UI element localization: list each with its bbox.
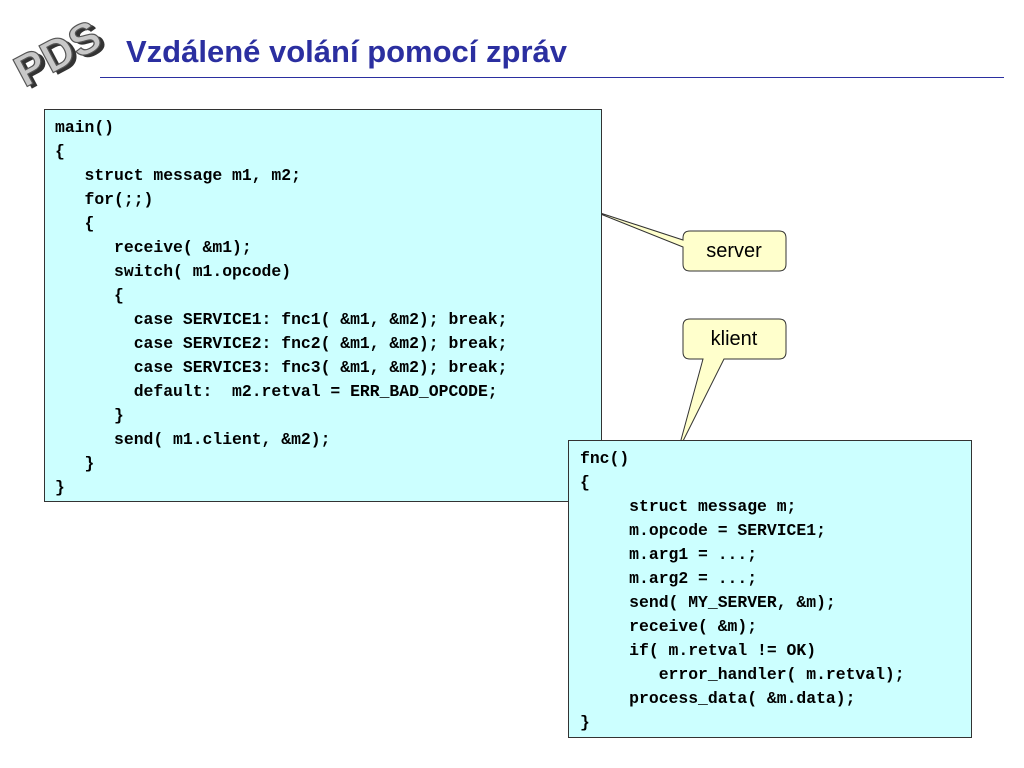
client-code-box: fnc() { struct message m; m.opcode = SER… xyxy=(568,440,972,738)
klient-callout-label: klient xyxy=(710,328,758,350)
code-line: if( m.retval != OK) xyxy=(580,641,817,660)
code-line: default: m2.retval = ERR_BAD_OPCODE; xyxy=(55,382,498,401)
code-line: receive( &m); xyxy=(580,617,758,636)
page-title: Vzdálené volání pomocí zpráv xyxy=(126,34,568,69)
code-line: m.arg1 = ...; xyxy=(580,545,758,564)
code-line: struct message m1, m2; xyxy=(55,166,301,185)
code-line: case SERVICE1: fnc1( &m1, &m2); break; xyxy=(55,310,508,329)
code-line: } xyxy=(580,713,590,732)
code-line: m.opcode = SERVICE1; xyxy=(580,521,826,540)
server-code-box: main() { struct message m1, m2; for(;;) … xyxy=(44,109,602,502)
code-line: case SERVICE2: fnc2( &m1, &m2); break; xyxy=(55,334,508,353)
code-line: } xyxy=(55,454,95,473)
pds-logo: PDS PDS xyxy=(6,14,114,94)
title-divider xyxy=(100,77,1004,78)
code-line: process_data( &m.data); xyxy=(580,689,856,708)
code-line: case SERVICE3: fnc3( &m1, &m2); break; xyxy=(55,358,508,377)
code-line: main() xyxy=(55,118,115,137)
code-line: send( m1.client, &m2); xyxy=(55,430,331,449)
code-line: for(;;) xyxy=(55,190,154,209)
code-line: struct message m; xyxy=(580,497,797,516)
code-line: switch( m1.opcode) xyxy=(55,262,292,281)
code-line: { xyxy=(55,286,124,305)
server-callout-label: server xyxy=(706,240,762,262)
code-line: error_handler( m.retval); xyxy=(580,665,905,684)
code-line: } xyxy=(55,406,124,425)
code-line: fnc() xyxy=(580,449,630,468)
code-line: { xyxy=(55,214,95,233)
code-line: receive( &m1); xyxy=(55,238,252,257)
code-line: } xyxy=(55,478,65,497)
code-line: { xyxy=(580,473,590,492)
code-line: send( MY_SERVER, &m); xyxy=(580,593,836,612)
code-line: { xyxy=(55,142,65,161)
code-line: m.arg2 = ...; xyxy=(580,569,758,588)
